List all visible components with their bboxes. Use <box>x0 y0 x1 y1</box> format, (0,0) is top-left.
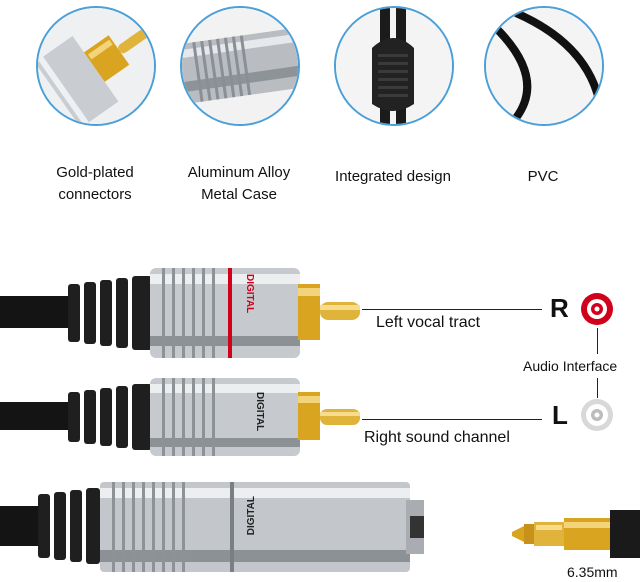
trs-plug-635-icon <box>512 510 640 558</box>
feature-label: PVC <box>527 168 559 185</box>
right-channel-line <box>362 419 542 420</box>
connector-text: DIGITAL <box>254 392 265 432</box>
feature-label: Integrated design <box>335 168 451 185</box>
gold-connector-closeup-icon <box>36 6 156 126</box>
pvc-cable-closeup-icon <box>484 6 604 126</box>
feature-pvc: PVC <box>484 6 604 185</box>
left-channel-label: Left vocal tract <box>376 314 481 331</box>
rca-plug-white <box>0 378 360 456</box>
feature-integrated-design: Integrated design <box>334 6 454 185</box>
rca-plug-red <box>0 268 360 358</box>
connector-text: DIGITAL <box>244 274 255 314</box>
white-rca-socket-icon <box>581 399 613 431</box>
integrated-design-closeup-icon <box>334 6 454 126</box>
right-channel-label: Right sound channel <box>364 429 510 446</box>
red-rca-socket-icon <box>581 293 613 325</box>
connector-text: DIGITAL <box>246 496 257 536</box>
jack-size-label: 6.35mm <box>567 564 618 580</box>
r-letter: R <box>550 293 569 323</box>
metal-case-closeup-icon <box>180 6 300 126</box>
interface-connector-top <box>597 328 598 354</box>
jack-adapter <box>0 482 424 572</box>
left-channel-line <box>362 309 542 310</box>
audio-interface-label: Audio Interface <box>523 358 618 374</box>
l-letter: L <box>552 400 568 430</box>
interface-connector-bottom <box>597 378 598 398</box>
